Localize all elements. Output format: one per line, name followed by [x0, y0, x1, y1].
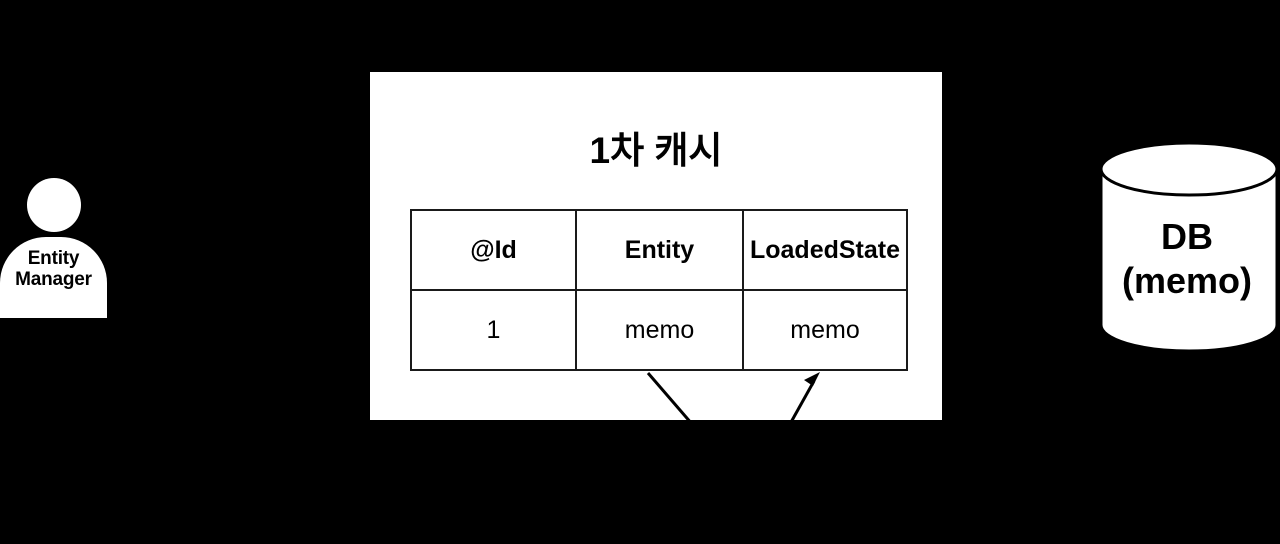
db-label-line-1: DB	[1161, 216, 1213, 257]
actor-label-line-2: Manager	[15, 269, 92, 290]
database-label: DB (memo)	[1098, 215, 1276, 303]
cylinder-body	[1099, 167, 1279, 353]
cache-table: @Id Entity LoadedState 1 memo memo	[410, 209, 908, 371]
cell-id: 1	[410, 289, 577, 371]
actor-label-line-1: Entity	[27, 248, 80, 269]
header-cell-entity: Entity	[575, 209, 744, 291]
cylinder-top-ellipse	[1099, 141, 1279, 197]
actor-head-icon	[27, 178, 81, 232]
header-cell-id: @Id	[410, 209, 577, 291]
db-label-line-2: (memo)	[1121, 260, 1252, 301]
cache-title: 1차 캐시	[589, 130, 723, 171]
first-level-cache-panel: 1차 캐시 @Id Entity LoadedState 1 memo memo	[370, 72, 942, 420]
cell-loadedstate: memo	[742, 289, 908, 371]
entity-manager-label: Entity Manager	[0, 248, 107, 290]
entity-manager-actor: Entity Manager	[0, 178, 108, 318]
database-cylinder	[1099, 141, 1279, 353]
table-header-row: @Id Entity LoadedState	[410, 209, 908, 291]
cell-entity: memo	[575, 289, 744, 371]
header-cell-loadedstate: LoadedState	[742, 209, 908, 291]
actor-body-icon	[0, 237, 107, 318]
table-row: 1 memo memo	[410, 289, 908, 371]
